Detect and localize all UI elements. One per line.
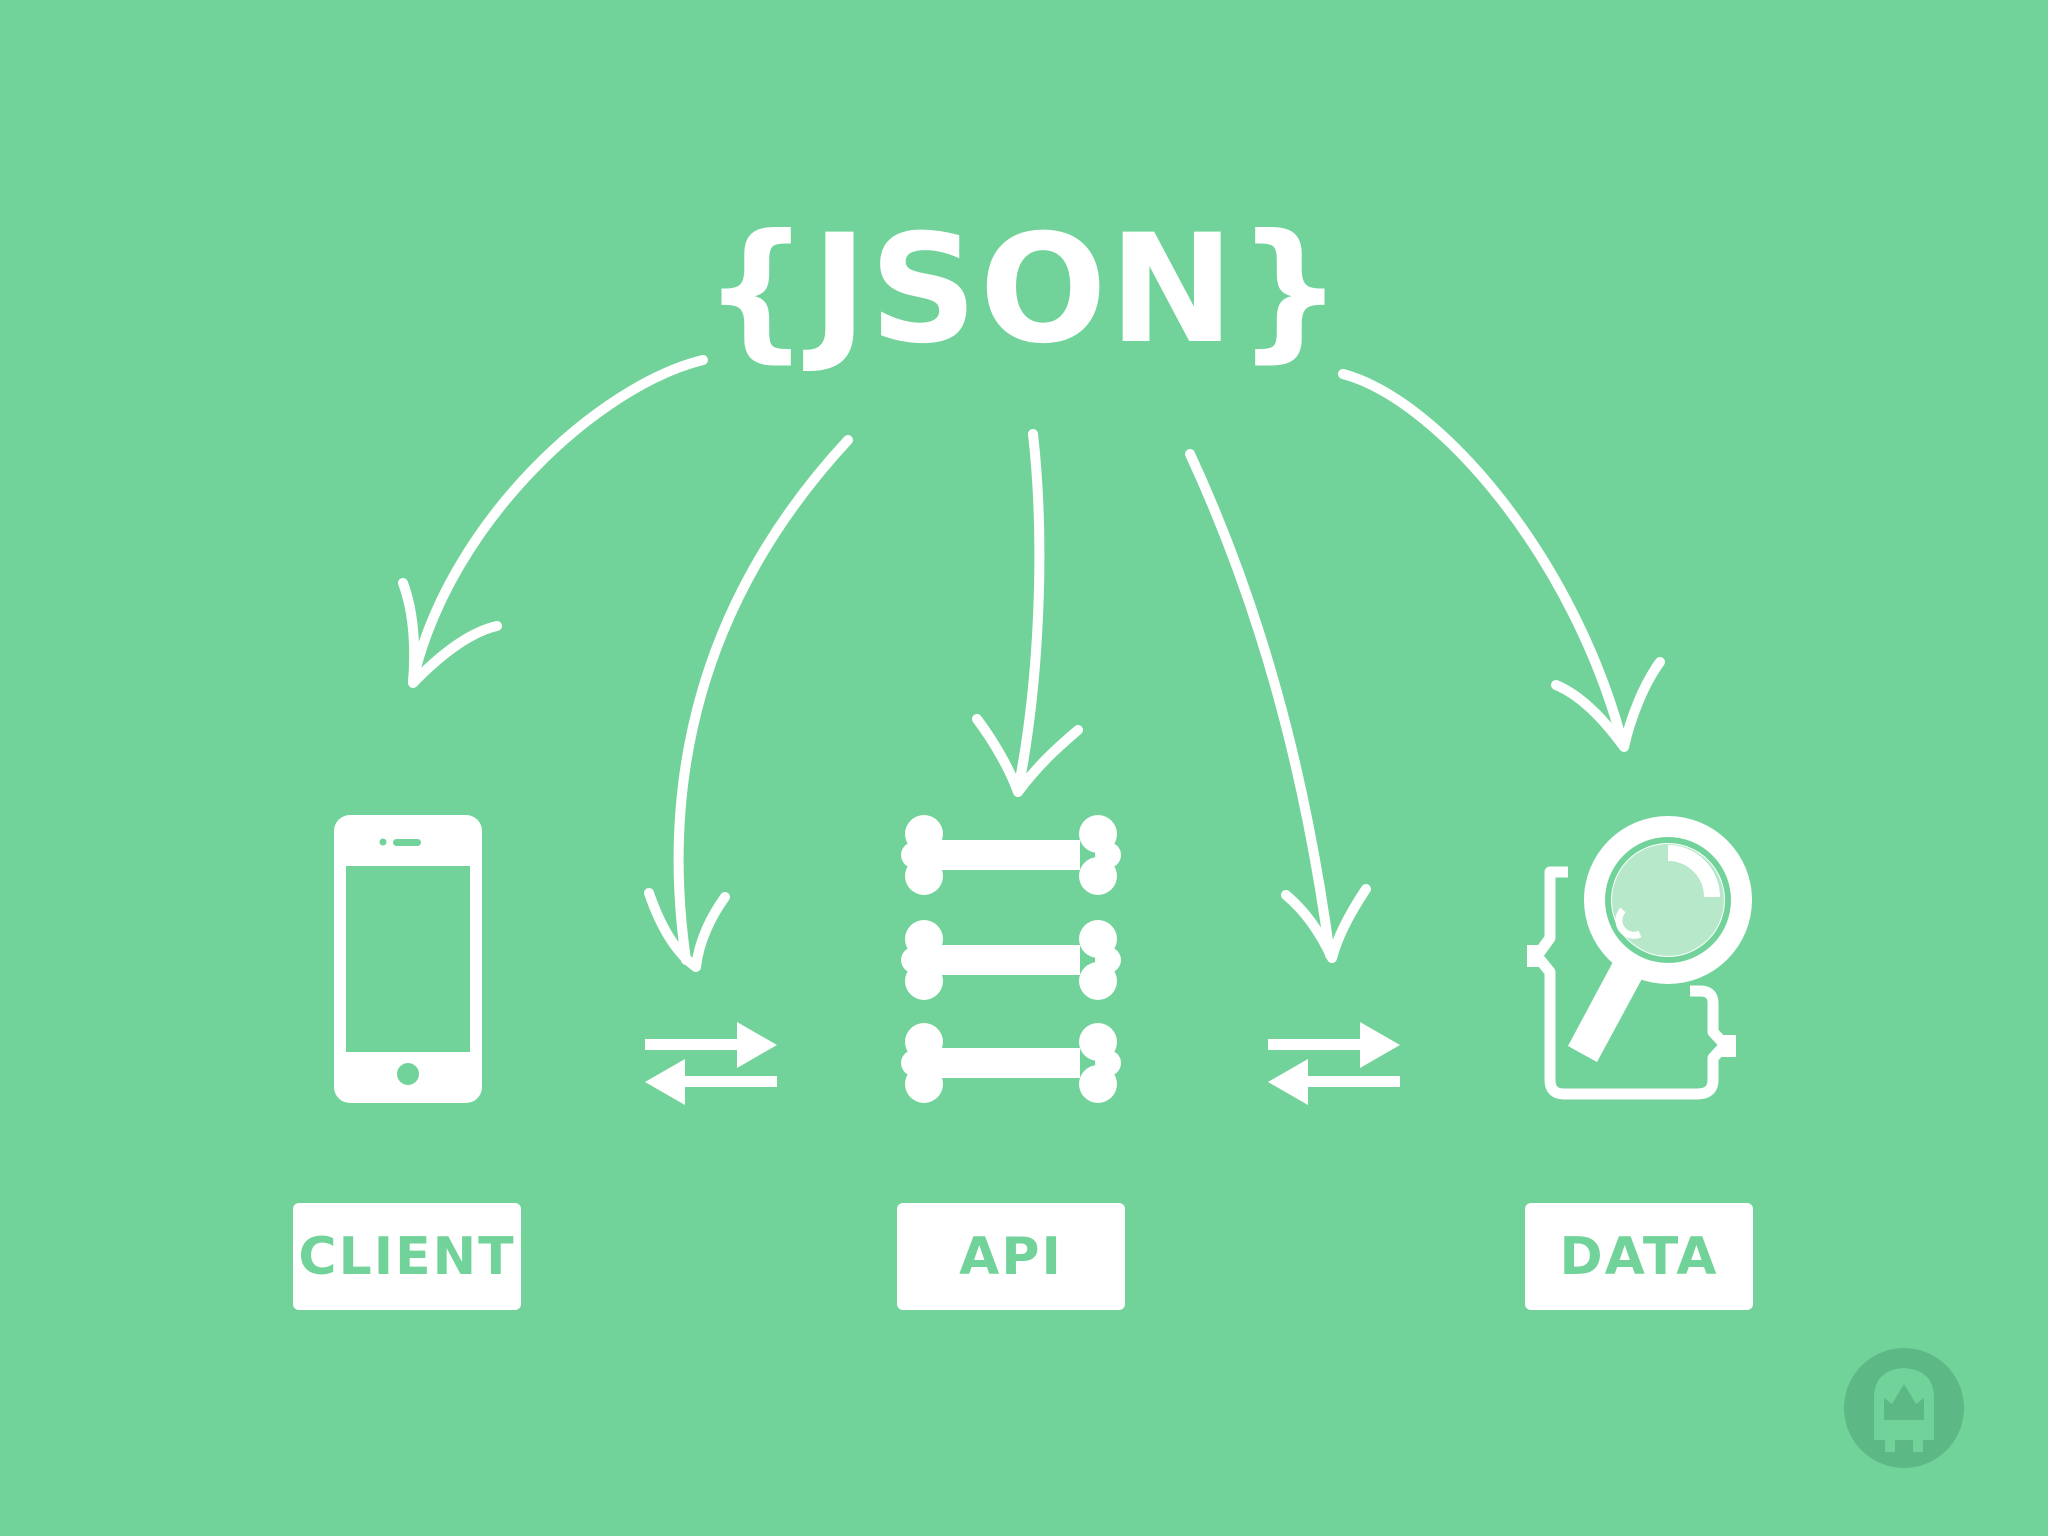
arrow-to-api bbox=[1013, 429, 1045, 795]
arrow-to-api-head bbox=[972, 714, 1083, 797]
arrow-to-exchange-left-head bbox=[644, 888, 730, 972]
json-magnifier-icon bbox=[1527, 816, 1752, 1100]
api-label-box: API bbox=[897, 1203, 1125, 1310]
arrow-to-exchange-right-head bbox=[1281, 884, 1371, 963]
arrow-to-exchange-right bbox=[1185, 449, 1335, 960]
data-label-box: DATA bbox=[1525, 1203, 1753, 1310]
magnifier-lens-outline bbox=[1605, 837, 1731, 963]
client-label-box: CLIENT bbox=[293, 1203, 521, 1310]
arrow-to-exchange-left bbox=[673, 435, 853, 965]
data-brace-left bbox=[1531, 866, 1731, 1100]
arrow-to-data-head bbox=[1551, 657, 1665, 752]
magnifier-handle bbox=[1568, 960, 1644, 1062]
bone-2 bbox=[901, 920, 1121, 1000]
smartphone-icon bbox=[334, 815, 482, 1103]
magnifier-glint bbox=[1667, 845, 1720, 898]
bone-stack-icon bbox=[901, 815, 1121, 1103]
arrow-to-client-head bbox=[398, 578, 502, 688]
arrow-to-client bbox=[408, 355, 708, 685]
magnifier-glint-small bbox=[1615, 907, 1642, 939]
exchange-arrows-left bbox=[645, 1022, 777, 1105]
json-title: {JSON} bbox=[702, 203, 1346, 377]
bone-3 bbox=[901, 1023, 1121, 1103]
api-label: API bbox=[959, 1226, 1063, 1287]
arrow-to-data bbox=[1338, 369, 1628, 750]
bone-1 bbox=[901, 815, 1121, 895]
client-label: CLIENT bbox=[298, 1226, 516, 1287]
ghost-crown-logo-icon bbox=[1844, 1348, 1964, 1468]
data-label: DATA bbox=[1559, 1226, 1719, 1287]
exchange-arrows-right bbox=[1268, 1022, 1400, 1105]
